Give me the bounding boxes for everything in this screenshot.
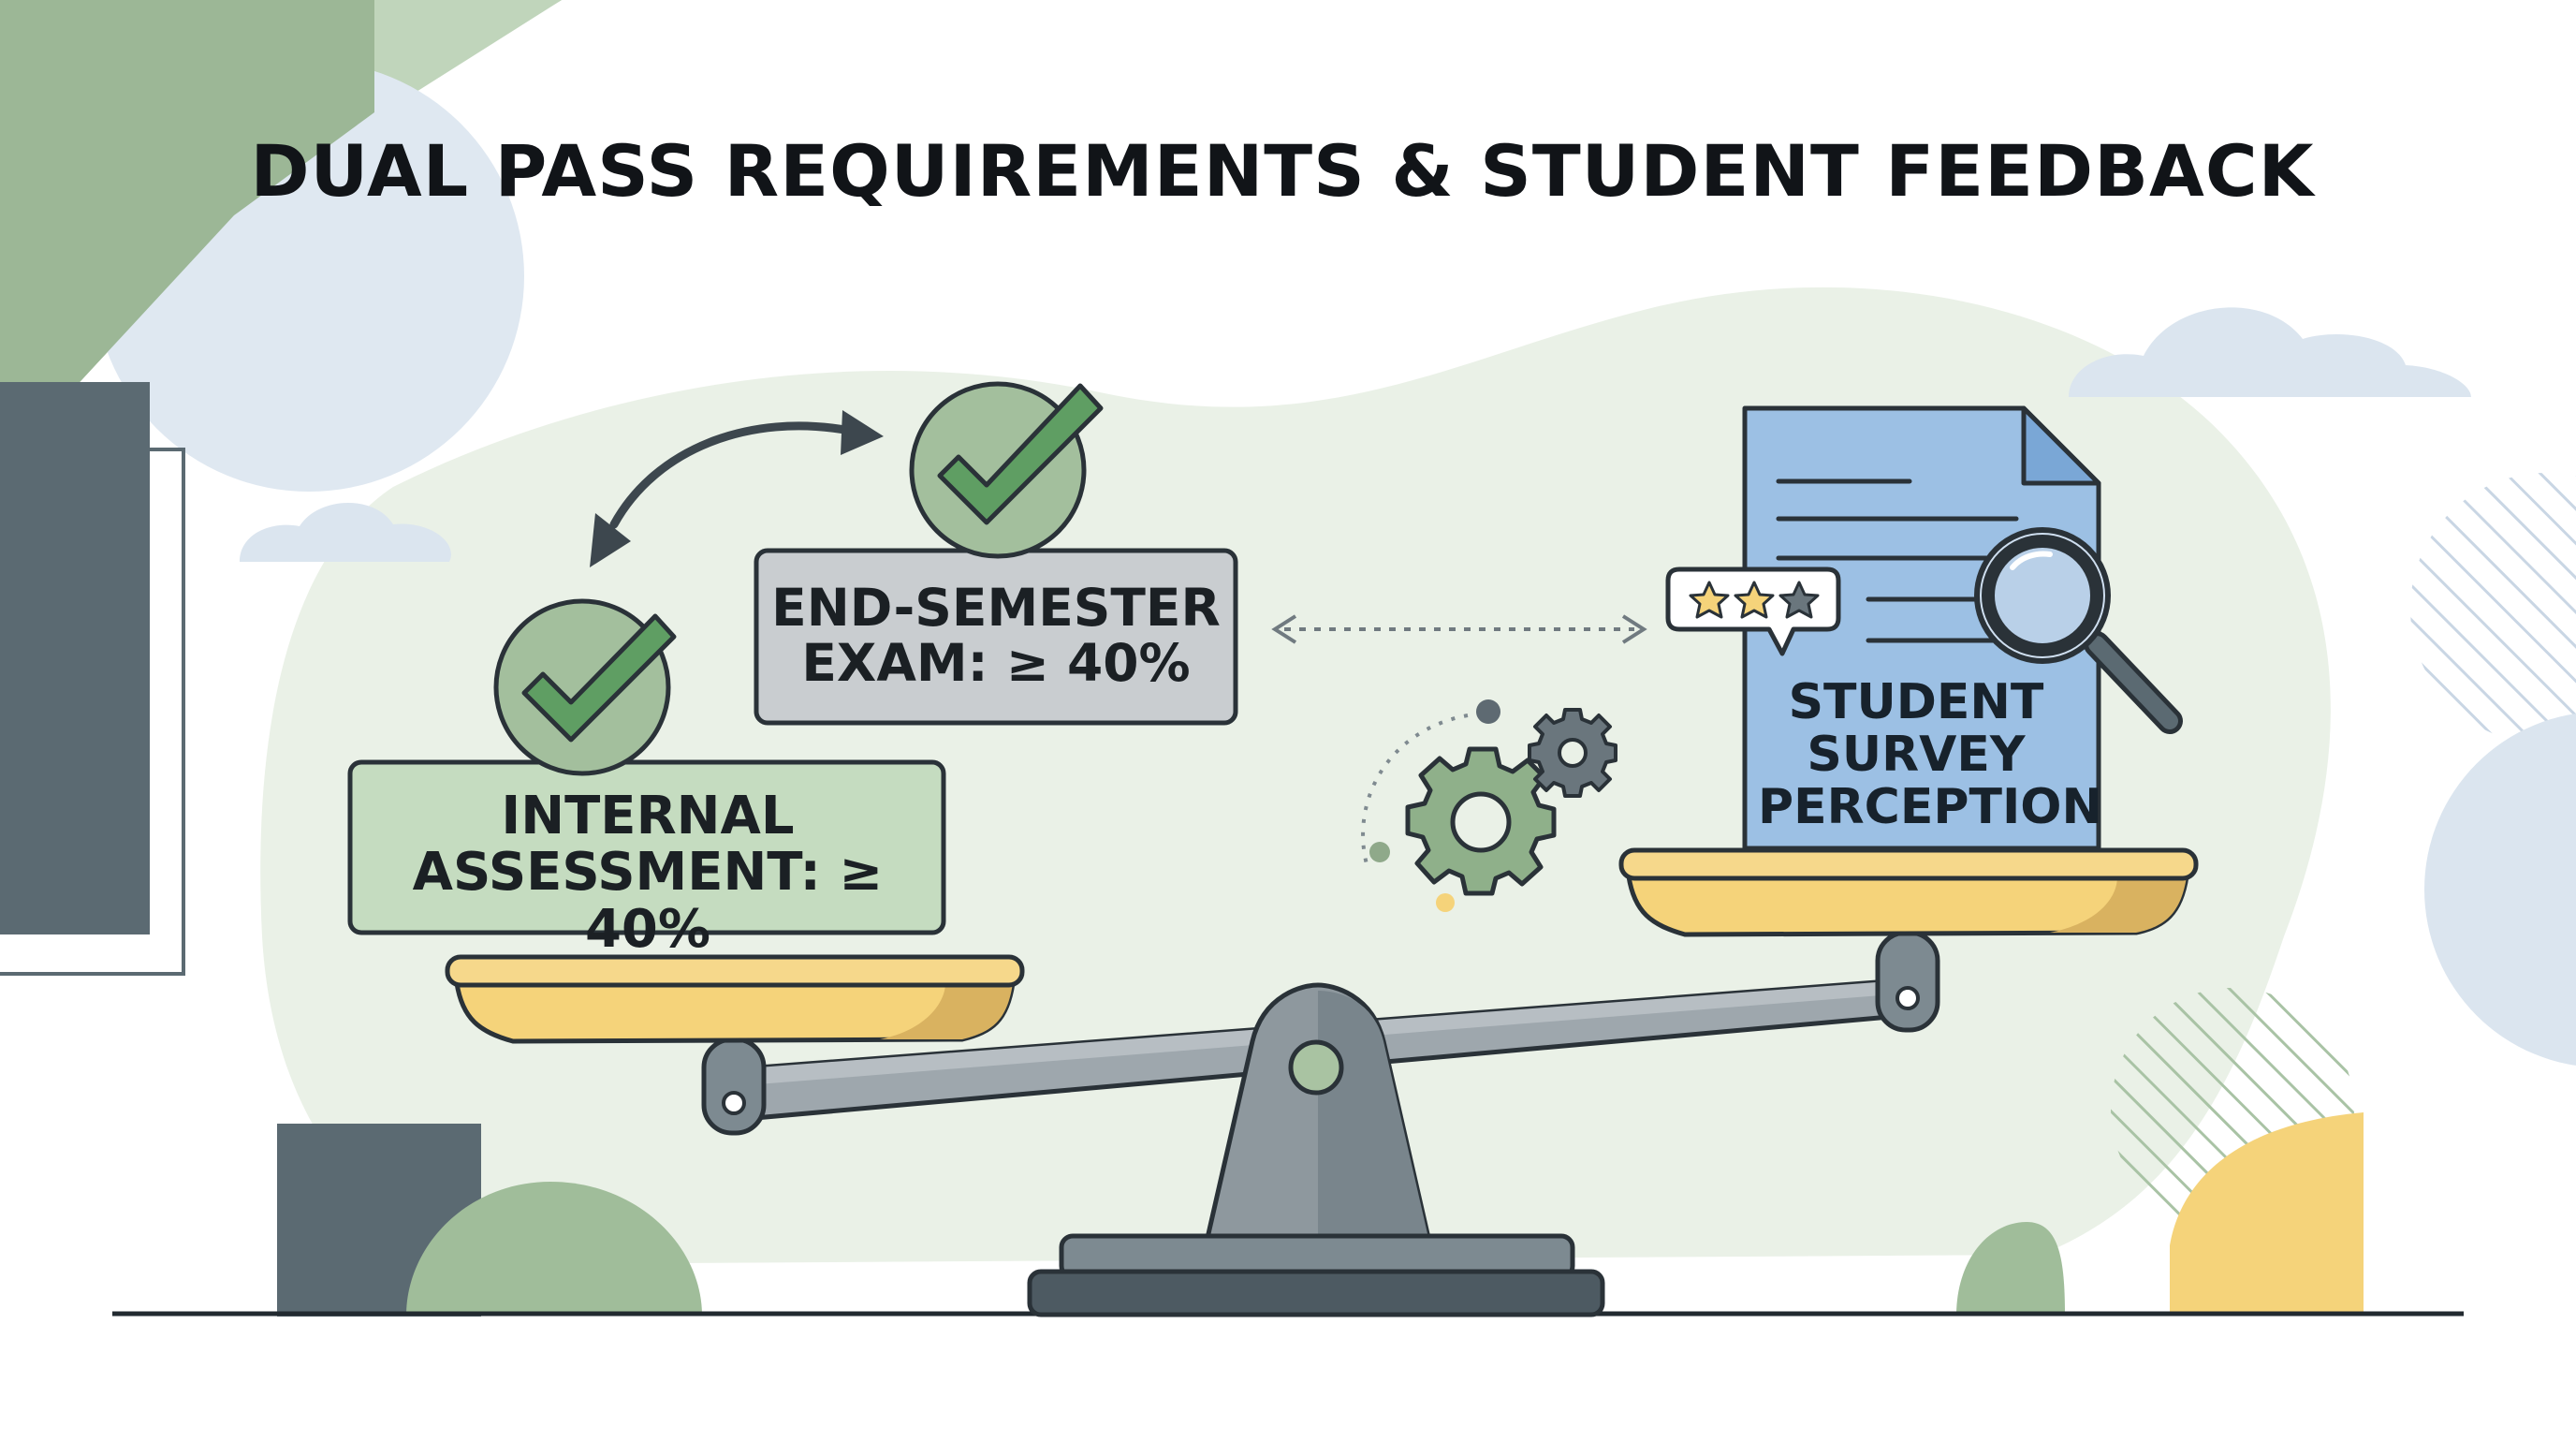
- student-survey-line2: SURVEY: [1807, 727, 2026, 784]
- three-star-rating-icon: [1665, 566, 1841, 656]
- scale-pivot: [1288, 1039, 1344, 1096]
- yellow-shape: [2170, 1112, 2364, 1316]
- hatched-circle-top: [2410, 473, 2576, 744]
- survey-document-icon: [1742, 405, 2101, 851]
- balance-scale: [445, 847, 2199, 1317]
- cycle-arrow-icon: [590, 410, 884, 567]
- check-badge-internal-icon: [493, 598, 677, 776]
- left-hanger: [701, 1037, 767, 1136]
- internal-assessment-line1: INTERNAL: [501, 786, 795, 846]
- right-hanger: [1875, 930, 1940, 1033]
- student-survey-label: STUDENT SURVEY PERCEPTION: [1758, 674, 2103, 836]
- blue-circle-right: [2424, 714, 2576, 1066]
- left-pan-rim: [445, 954, 1025, 988]
- internal-assessment-label: INTERNAL ASSESSMENT: ≥ 40%: [348, 786, 947, 960]
- magnifier-icon: [1974, 527, 2183, 734]
- page-title: DUAL PASS REQUIREMENTS & STUDENT FEEDBAC…: [250, 129, 2315, 213]
- internal-assessment-line2: ASSESSMENT: ≥ 40%: [412, 842, 884, 960]
- left-slate-block: [0, 382, 150, 934]
- requirement-internal-card: [347, 759, 946, 935]
- dotted-link-arrow-icon: [1271, 614, 1647, 644]
- end-semester-exam-line2: EXAM: ≥ 40%: [801, 633, 1191, 694]
- right-pan-rim: [1618, 847, 2199, 881]
- gears-icon: [1361, 699, 1617, 912]
- bottom-right-green-mound: [1956, 1222, 2065, 1316]
- end-semester-exam-label: END-SEMESTER EXAM: ≥ 40%: [754, 578, 1237, 694]
- bottom-green-mound: [406, 1182, 702, 1316]
- student-survey-line1: STUDENT: [1788, 674, 2044, 730]
- check-badge-exam-icon: [909, 381, 1104, 559]
- cloud-left: [240, 502, 451, 562]
- student-survey-line3: PERCEPTION: [1758, 779, 2103, 836]
- scale-base-bottom: [1027, 1269, 1605, 1317]
- end-semester-exam-line1: END-SEMESTER: [771, 578, 1221, 638]
- cloud-right: [2069, 307, 2471, 397]
